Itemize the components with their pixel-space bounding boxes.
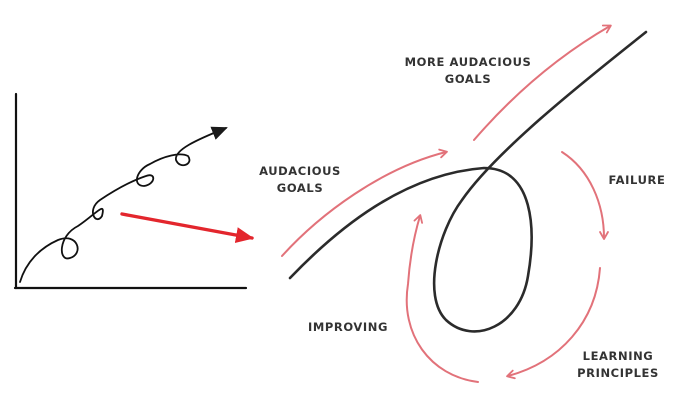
label-line: MORE AUDACIOUS xyxy=(404,55,532,69)
learning-principles-arrow xyxy=(506,267,601,380)
more-audacious-goals-arrow xyxy=(473,24,612,141)
growth-loop-curve xyxy=(288,30,648,333)
label-line: FAILURE xyxy=(608,173,666,187)
connector-arrow xyxy=(120,212,254,243)
label-more-audacious-goals: MORE AUDACIOUS GOALS xyxy=(398,54,538,88)
sketch-loop-curve xyxy=(19,126,228,283)
label-line: AUDACIOUS xyxy=(259,164,341,178)
label-line: GOALS xyxy=(444,72,492,86)
label-line: IMPROVING xyxy=(307,320,389,334)
improving-arrow xyxy=(405,214,479,383)
label-audacious-goals: AUDACIOUS GOALS xyxy=(248,163,352,197)
failure-arrow xyxy=(561,151,609,240)
label-line: GOALS xyxy=(276,181,324,195)
sketch-chart xyxy=(13,92,248,290)
label-failure: FAILURE xyxy=(600,172,674,189)
label-line: PRINCIPLES xyxy=(577,366,659,380)
label-learning-principles: LEARNING PRINCIPLES xyxy=(568,348,668,382)
label-improving: IMPROVING xyxy=(302,319,394,336)
label-line: LEARNING xyxy=(582,349,654,363)
audacious-goals-arrow xyxy=(281,148,448,257)
